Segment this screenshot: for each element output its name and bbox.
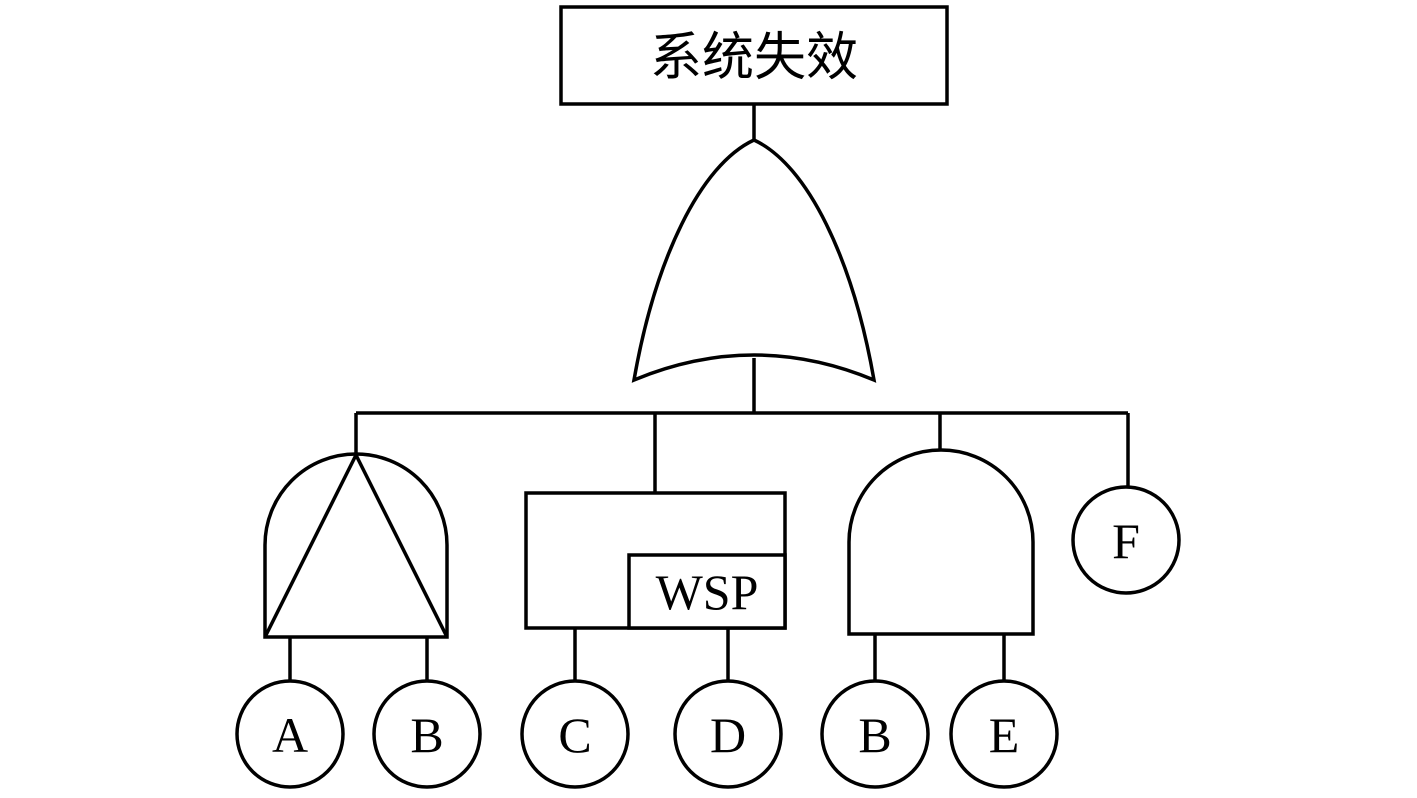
- top-event-label: 系统失效: [650, 28, 858, 88]
- basic-event-c: C: [520, 679, 630, 789]
- basic-event-e: E: [949, 679, 1059, 789]
- wsp-label: WSP: [656, 564, 759, 620]
- basic-event-c-label: C: [558, 707, 591, 763]
- basic-event-b2: B: [820, 679, 930, 789]
- basic-event-a: A: [235, 679, 345, 789]
- wsp-gate: WSP: [524, 491, 787, 630]
- basic-event-b1: B: [372, 679, 482, 789]
- basic-event-b1-label: B: [410, 707, 443, 763]
- basic-event-b2-label: B: [858, 707, 891, 763]
- or-gate: [631, 138, 877, 383]
- basic-event-d: D: [673, 679, 783, 789]
- top-event: 系统失效: [559, 5, 949, 106]
- priority-and-body: [263, 452, 449, 639]
- basic-event-f: F: [1071, 485, 1181, 595]
- basic-event-d-label: D: [710, 707, 746, 763]
- priority-triangle: [263, 451, 449, 638]
- priority-and-gate: [263, 451, 449, 639]
- basic-event-e-label: E: [989, 707, 1020, 763]
- basic-event-a-label: A: [272, 707, 308, 763]
- wsp-label-box: [627, 553, 787, 630]
- and-gate: [847, 448, 1035, 636]
- basic-event-f-label: F: [1112, 513, 1140, 569]
- top-event-box: [559, 5, 949, 106]
